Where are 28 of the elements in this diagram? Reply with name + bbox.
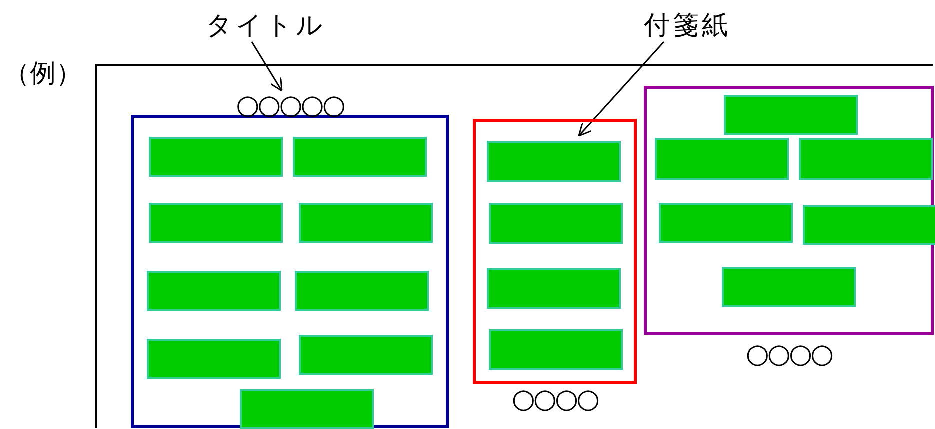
sticky-note (803, 205, 935, 245)
sticky-note (299, 335, 433, 375)
leader-line (251, 42, 283, 92)
sticky-note (293, 137, 427, 177)
group-title: ○○○○ (744, 341, 834, 371)
sticky-note (659, 203, 793, 243)
sticky-note (489, 203, 623, 244)
sticky-note (147, 339, 281, 379)
sticky-note (724, 95, 858, 135)
callout-label: タイトル (205, 10, 327, 43)
sticky-note (655, 138, 789, 180)
sticky-note (489, 329, 623, 370)
group-title: ○○○○○ (235, 92, 346, 120)
sticky-note (799, 138, 933, 180)
sticky-note (147, 271, 281, 311)
board-frame (95, 64, 933, 428)
sticky-note (149, 203, 283, 243)
sticky-note (487, 268, 621, 309)
sticky-note (149, 137, 283, 177)
callout-label: 付箋紙 (643, 10, 732, 43)
sticky-note (295, 271, 429, 311)
sticky-note (722, 267, 856, 307)
example-label: （例） (4, 58, 82, 91)
sticky-note (299, 203, 433, 243)
sticky-note (487, 141, 621, 182)
group-title: ○○○○ (510, 386, 600, 416)
leader-line (578, 42, 665, 137)
sticky-note (240, 389, 374, 429)
